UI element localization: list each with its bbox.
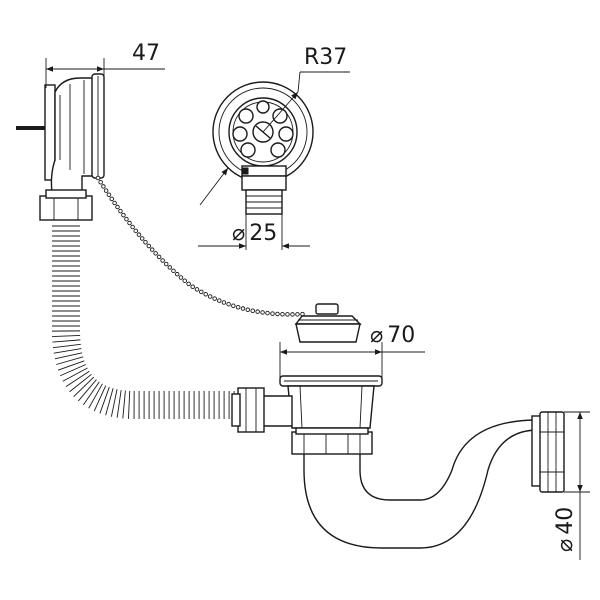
dimension-label-70: 70 <box>387 323 415 348</box>
dimension-drain-diameter: ⌀70 <box>279 323 425 378</box>
dimension-outlet-diameter: ⌀25 <box>198 214 310 250</box>
dimension-overflow-width: 47 <box>45 41 165 88</box>
dimension-grate-radius: R37 <box>199 45 350 206</box>
corrugated-hose <box>51 222 238 419</box>
outlet-nut <box>539 411 565 493</box>
overflow-assembly <box>16 73 105 221</box>
stopper <box>294 303 362 343</box>
dimension-label-40: 40 <box>553 507 578 535</box>
stopper-chain <box>95 175 305 317</box>
svg-text:⌀25: ⌀25 <box>232 221 277 246</box>
drain-body <box>231 375 383 455</box>
svg-text:⌀40: ⌀40 <box>553 507 578 552</box>
svg-text:⌀70: ⌀70 <box>370 323 415 348</box>
overflow-nut <box>39 195 93 221</box>
grate-detail <box>212 81 314 215</box>
dimension-label-47: 47 <box>132 41 160 66</box>
inlet-nut <box>237 387 265 433</box>
dimension-label-r37: R37 <box>304 45 347 70</box>
dimension-pipe-diameter: ⌀40 <box>553 411 590 560</box>
dimension-label-25: 25 <box>249 221 277 246</box>
overflow-body <box>54 77 97 177</box>
trap-pipe <box>303 411 565 549</box>
diameter-symbol: ⌀ <box>232 221 245 246</box>
grate-holes <box>232 100 294 158</box>
